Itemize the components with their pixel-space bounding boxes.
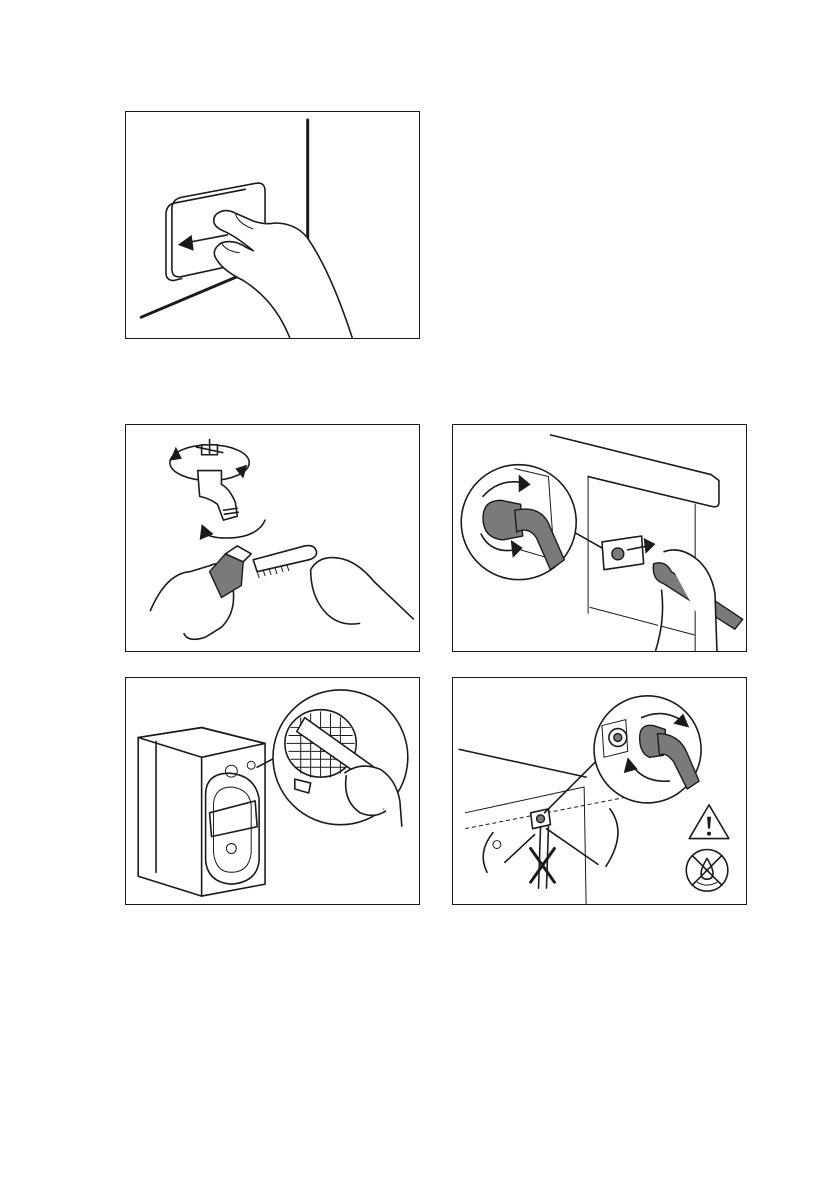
angle-arrow-icon [483, 833, 493, 873]
angle-arrow-icon [606, 809, 618, 866]
figure-1-open-panel [125, 111, 420, 339]
figure-4-clean-valve-filter [125, 677, 420, 905]
hose-reconnect-illustration [453, 678, 746, 904]
brush-icon [253, 546, 316, 572]
rotate-arrow-icon [204, 520, 265, 538]
appliance-top [550, 435, 719, 507]
figure-3-unscrew-hose [452, 424, 747, 652]
water-tap-icon [196, 439, 224, 455]
hand-icon [311, 558, 414, 624]
panel-open-illustration [126, 112, 419, 338]
hose-unscrew-illustration [453, 425, 746, 651]
figure-5-reconnect-hose [452, 677, 747, 905]
appliance-top [459, 749, 586, 777]
machine-filter-illustration [126, 678, 419, 904]
tap-cleaning-illustration [126, 425, 419, 651]
cross-icon [531, 848, 555, 882]
figure-2-clean-tap-filter [125, 424, 420, 652]
hand-icon [214, 211, 353, 338]
